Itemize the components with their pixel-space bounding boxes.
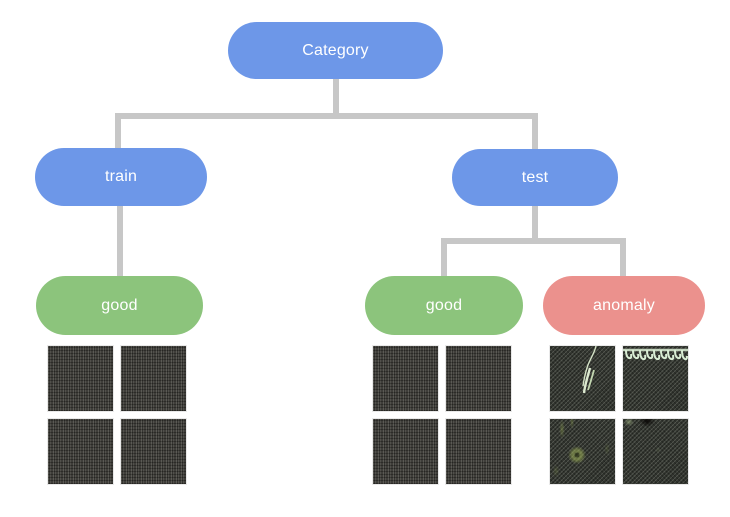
anomaly-hole-image bbox=[623, 419, 688, 484]
fabric-good-image bbox=[373, 346, 438, 411]
anomaly-stitch-seam-image bbox=[623, 346, 688, 411]
thread-defect-icon bbox=[582, 346, 597, 394]
node-anomaly: anomaly bbox=[543, 276, 705, 335]
node-anomaly-label: anomaly bbox=[593, 296, 655, 314]
node-test-label: test bbox=[521, 168, 549, 186]
node-train-good: good bbox=[36, 276, 203, 335]
fabric-good-image bbox=[48, 419, 113, 484]
fabric-good-image bbox=[121, 346, 186, 411]
fabric-good-image bbox=[373, 419, 438, 484]
node-train-good-label: good bbox=[101, 296, 138, 314]
node-category: Category bbox=[228, 22, 443, 79]
node-category-label: Category bbox=[302, 41, 369, 59]
anomaly-stain-image bbox=[550, 419, 615, 484]
node-test: test bbox=[452, 149, 618, 206]
connector-lines bbox=[115, 73, 626, 282]
fabric-good-image bbox=[121, 419, 186, 484]
anomaly-thread-image bbox=[550, 346, 615, 411]
connector-good-anomaly-bracket bbox=[441, 238, 626, 282]
fabric-good-image bbox=[446, 419, 511, 484]
connector-train-test-bracket bbox=[115, 113, 538, 156]
fabric-good-image bbox=[446, 346, 511, 411]
node-train: train bbox=[35, 148, 207, 206]
stitch-seam-defect-icon bbox=[623, 348, 688, 361]
fabric-good-image bbox=[48, 346, 113, 411]
node-test-good: good bbox=[365, 276, 523, 335]
node-train-label: train bbox=[104, 168, 138, 185]
sample-grid-test-good bbox=[373, 346, 511, 484]
sample-grid-test-anomaly bbox=[550, 346, 688, 484]
sample-grid-train-good bbox=[48, 346, 186, 484]
node-test-good-label: good bbox=[425, 296, 463, 314]
